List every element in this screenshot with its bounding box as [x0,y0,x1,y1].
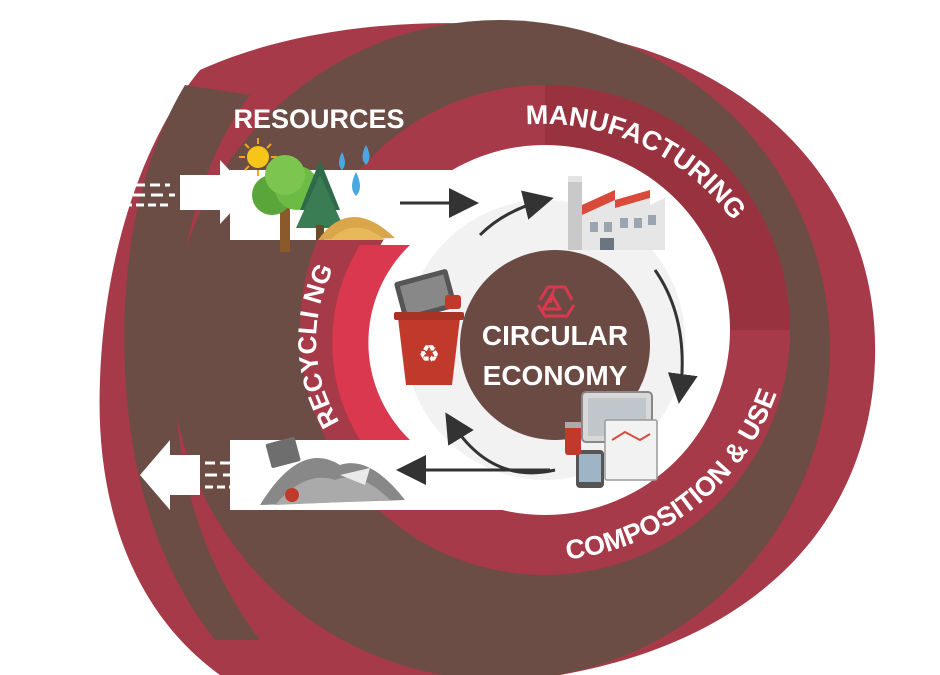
center-title-line1: CIRCULAR [482,320,628,351]
devices-icon [565,391,658,488]
factory-icon [568,176,665,250]
sun-icon [239,138,277,176]
arrow-use-to-recycling [445,412,556,475]
outflow-arrow [140,440,265,510]
arrow-resources-to-manufacturing [478,190,554,237]
water-drop-icon [339,145,370,196]
tree-icon [252,155,344,252]
resources-icons [239,138,395,252]
label-resources: RESOURCES [233,104,404,134]
sand-pile-icon [318,216,395,240]
svg-text:♻: ♻ [418,340,440,368]
center-title-line2: ECONOMY [483,360,628,391]
recycling-band [332,245,410,440]
outer-ring-left-extension [124,85,260,640]
recycle-bin-icon: ♻ [394,269,464,385]
recycle-icon [536,285,576,318]
landfill-icon [260,436,405,505]
cycle-arrows [396,188,698,485]
inflow-arrow [100,160,250,224]
arrow-manufacturing-to-use [653,269,698,404]
